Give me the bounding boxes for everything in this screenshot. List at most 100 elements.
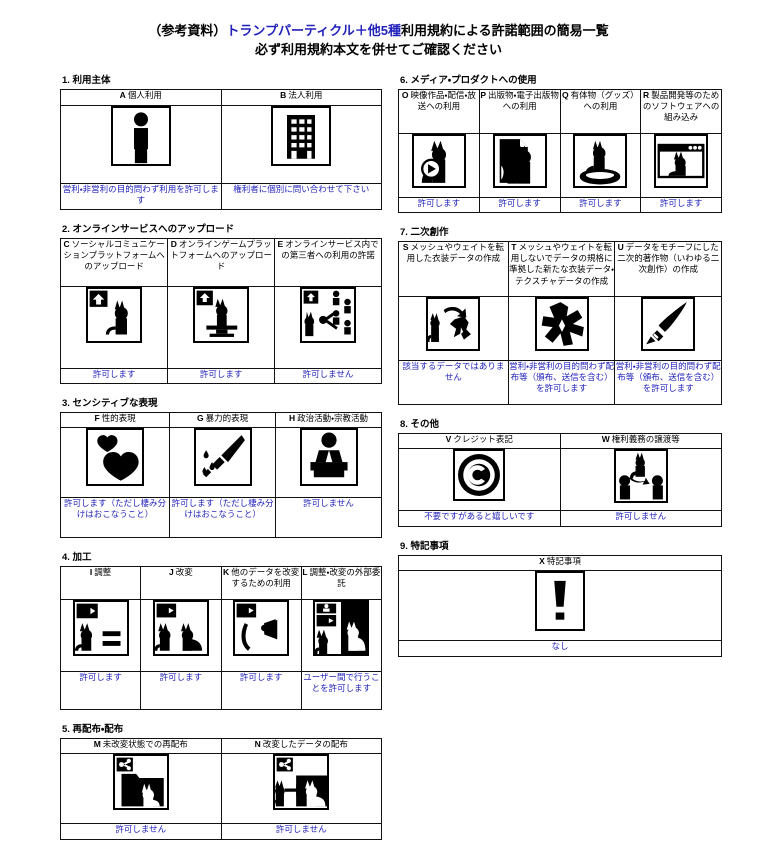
item-icon-cell	[274, 286, 382, 369]
item-label: メッシュやウェイトを転用した衣装データの作成	[406, 242, 504, 264]
upload-cat-icon	[86, 287, 143, 343]
outsourcing-cat-icon	[313, 600, 370, 656]
permission-note-x: なし	[398, 640, 722, 657]
section-heading: 8. その他	[400, 419, 440, 430]
title-prefix: （参考資料）	[148, 23, 227, 38]
item-label: 他のデータを改変するための利用	[231, 567, 300, 589]
item-label: 有体物（グッズ）への利用	[570, 90, 639, 112]
item-label: 調整・改変の外部委託	[309, 567, 381, 589]
item-icon-cell	[398, 296, 509, 361]
item-letter: P	[480, 90, 486, 100]
item-letter: T	[511, 242, 517, 252]
permission-note-p: 許可します	[478, 197, 561, 213]
item-letter: M	[93, 739, 101, 749]
table-note-row: なし	[398, 640, 722, 657]
item-label: 調整	[94, 567, 112, 577]
upload-cat-share-icon	[300, 287, 357, 343]
permission-note-g: 許可します（ただし棲み分けはおこなうこと）	[169, 497, 277, 538]
permission-note-q: 許可します	[559, 197, 642, 213]
upload-cat-monitor-icon	[193, 287, 250, 343]
item-icon-cell	[60, 753, 222, 824]
title-suffix: 利用規約による許諾範囲の簡易一覧	[401, 23, 609, 38]
title-line-1: （参考資料）トランプパーティクル＋他5種利用規約による許諾範囲の簡易一覧	[0, 22, 757, 41]
item-label: 未改変状態での再配布	[102, 739, 188, 749]
building-icon	[271, 106, 332, 166]
item-letter: N	[254, 739, 261, 749]
item-label: オンラインサービス内での第三者への利用の許諾	[281, 239, 379, 261]
table-icon-row	[398, 448, 722, 511]
item-letter: H	[289, 413, 296, 423]
cat-document-icon	[492, 134, 547, 188]
item-letter: G	[197, 413, 204, 423]
podium-speaker-icon	[299, 428, 358, 486]
item-letter: L	[302, 567, 308, 577]
item-icon-cell	[169, 427, 277, 498]
cat-arrow-mesh-icon	[426, 297, 481, 351]
item-icon-cell	[300, 599, 383, 672]
table-icon-row	[59, 599, 383, 672]
exclamation-icon	[535, 571, 585, 631]
table-note-row: 許可します許可します許可しません	[59, 368, 382, 384]
item-icon-cell	[507, 296, 616, 361]
permission-note-e: 許可しません	[274, 368, 382, 384]
item-letter: D	[170, 239, 177, 249]
item-label: ソーシャルコミュニケーションプラットフォームへのアップロード	[63, 239, 165, 272]
section-heading: 2. オンラインサービスへのアップロード	[62, 224, 235, 235]
item-icon-cell	[478, 133, 561, 198]
permission-note-s: 該当するデータではありません	[398, 360, 509, 405]
arrow-cat-equals-icon	[72, 600, 129, 656]
item-icon-cell	[59, 286, 169, 369]
item-icon-cell	[59, 599, 142, 672]
item-letter: K	[223, 567, 230, 577]
item-icon-cell	[559, 448, 722, 511]
person-icon	[110, 106, 171, 166]
cat-play-button-icon	[411, 134, 466, 188]
item-letter: U	[617, 242, 624, 252]
table-note-row: 許可しません許可しません	[60, 823, 382, 840]
table-icon-row	[59, 427, 382, 498]
permission-note-j: 許可します	[140, 671, 222, 710]
item-label: 特記事項	[546, 556, 581, 566]
item-label: 暴力的表現	[205, 413, 249, 423]
permission-note-c: 許可します	[59, 368, 169, 384]
table-note-row: 営利・非営利の目的問わず利用を許可します権利者に個別に問い合わせて下さい	[60, 183, 382, 210]
hearts-icon	[86, 428, 145, 486]
item-label: 改変	[175, 567, 193, 577]
permission-note-t: 営利・非営利の目的問わず配布等（頒布、送信を含む）を許可します	[507, 360, 616, 405]
permission-note-a: 営利・非営利の目的問わず利用を許可します	[60, 183, 222, 210]
item-icon-cell	[640, 133, 722, 198]
section-heading: 6. メディア・プロダクトへの使用	[400, 75, 537, 86]
arrow-cat-ribbon-icon	[233, 600, 290, 656]
copyright-icon	[453, 449, 506, 501]
item-letter: R	[643, 90, 650, 100]
item-letter: Q	[562, 90, 569, 100]
item-letter: C	[63, 239, 70, 249]
cat-goods-icon	[573, 134, 628, 188]
table-icon-row	[398, 570, 722, 641]
permission-note-o: 許可します	[398, 197, 480, 213]
